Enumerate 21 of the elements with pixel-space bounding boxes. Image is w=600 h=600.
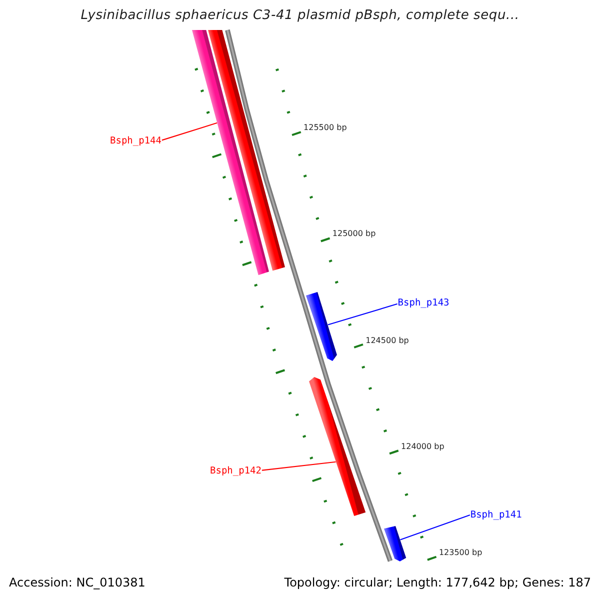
position-label: 125500 bp — [304, 123, 347, 134]
gene-label: Bsph_p141 — [470, 509, 522, 520]
gene-label: Bsph_p143 — [398, 298, 450, 309]
leader-line — [328, 303, 398, 326]
map-title: Lysinibacillus sphaericus C3-41 plasmid pBsph, complete sequ... — [80, 8, 520, 24]
position-label: 125000 bp — [332, 229, 376, 240]
position-label: 124500 bp — [366, 336, 409, 346]
gene-segment — [308, 376, 366, 516]
genome-summary-text: Topology: circular; Length: 177,642 bp; Genes: 187 — [284, 576, 591, 590]
gene-label: Bsph_p144 — [110, 135, 162, 146]
leader-line — [162, 122, 218, 141]
accession-text: Accession: NC_010381 — [9, 576, 146, 590]
gene-bar — [192, 30, 270, 276]
gene-segment — [306, 292, 338, 361]
gene-bar — [208, 30, 285, 271]
gene-label: Bsph_p142 — [210, 465, 262, 476]
leader-line — [262, 461, 336, 471]
gene-segment — [384, 526, 406, 561]
position-label: 124000 bp — [401, 442, 444, 452]
leader-line — [400, 514, 470, 540]
position-label: 123500 bp — [438, 548, 482, 558]
